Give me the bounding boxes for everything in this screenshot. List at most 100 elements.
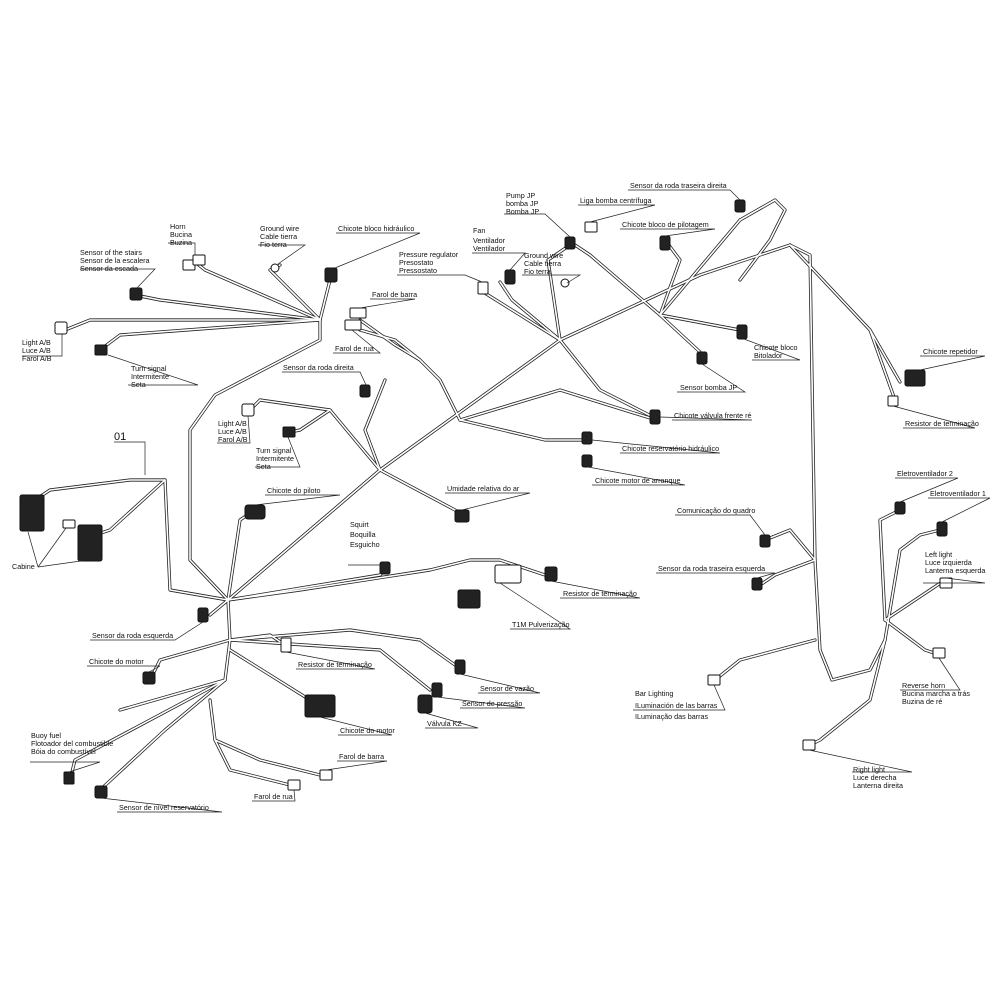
flow-sensor-connector <box>454 659 466 675</box>
rear-right-wheel-sensor-connector <box>734 199 746 213</box>
label-umidade-relativa: Umidade relativa do ar <box>447 484 520 493</box>
label-sensor-roda-direita: Sensor da roda direita <box>283 363 354 372</box>
label-reverse-horn: Reverse horn <box>902 681 945 690</box>
label-resistor-terminacao-mid: Resistor de terminação <box>563 589 637 598</box>
ground-eyelet-1 <box>270 263 280 273</box>
cable-segment-inner <box>884 619 941 656</box>
label-iluminacion-barras: ILuminación de las barras <box>635 701 718 710</box>
cable-segment-inner <box>547 244 571 341</box>
right-light-connector <box>802 739 816 751</box>
label-chicote-piloto: Chicote do piloto <box>267 486 321 495</box>
cable-segment-inner <box>879 509 901 621</box>
bar-light-connector-low <box>319 769 333 781</box>
road-light-connector-top <box>344 319 362 331</box>
cable-segment-inner <box>789 244 901 383</box>
stairs-sensor-connector <box>129 287 143 301</box>
cable-segment-inner <box>559 339 656 419</box>
label-cable-tierra-2: Cable tierra <box>524 259 561 268</box>
cable-segment-inner <box>269 264 321 321</box>
label-sensor-stairs: Sensor of the stairs <box>80 248 142 257</box>
cable-segment <box>458 418 590 442</box>
label-left-light: Left light <box>925 550 952 559</box>
light-ab-connector-1 <box>54 321 68 335</box>
label-chicote-motor-1: Chicote do motor <box>89 657 144 666</box>
cable-segment-inner <box>364 379 386 471</box>
label-valvula-kz: Válvula KZ <box>427 719 462 728</box>
cable-segment-inner <box>659 219 741 316</box>
label-resistor-terminacao-low: Resistor de terminação <box>298 660 372 669</box>
label-sensor-roda-traseira-direita: Sensor da roda traseira direita <box>630 181 727 190</box>
label-light-ab-1: Light A/B <box>22 338 51 347</box>
label-sensor-vazao: Sensor de vazão <box>480 684 534 693</box>
cable-segment-inner <box>64 319 321 331</box>
label-comunicacao-quadro: Comunicação do quadro <box>677 506 755 515</box>
cable-segment <box>788 243 902 384</box>
label-esguicho: Esguicho <box>350 540 380 549</box>
cable-segment-inner <box>119 679 226 711</box>
fan-connector <box>504 269 516 285</box>
hydraulic-block-connector <box>324 267 338 283</box>
label-farol-de-barra-top: Farol de barra <box>372 290 417 299</box>
left-wheel-sensor-connector <box>197 607 209 623</box>
cabine-connector-2 <box>77 524 103 562</box>
label-chicote-motor-arranque: Chicote motor de arranque <box>595 476 681 485</box>
turn-signal-connector-1 <box>94 344 108 356</box>
cable-segment-inner <box>359 329 421 361</box>
label-sensor-escalera: Sensor de la escalera <box>80 256 150 265</box>
label-ventilador-pt: Ventilador <box>473 244 506 253</box>
label-horn: Horn <box>170 222 186 231</box>
low-terminator-connector <box>280 637 292 653</box>
label-buzina: Buzina <box>170 238 192 247</box>
piloting-block-connector <box>659 235 671 251</box>
bitolador-connector <box>736 324 748 340</box>
label-flotoador: Flotoador del combustible <box>31 739 113 748</box>
label-intermitente-1: Intermitente <box>131 372 169 381</box>
cable-segment-inner <box>659 314 741 331</box>
cable-segment-inner <box>869 329 896 401</box>
label-luce-ab-1: Luce A/B <box>22 346 51 355</box>
cable-segment <box>188 318 322 602</box>
cable-segment <box>68 678 227 782</box>
reverse-horn-connector <box>932 647 946 659</box>
cable-segment-inner <box>227 569 386 601</box>
label-chicote-valvula-frente-re: Chicote válvula frente ré <box>674 411 752 420</box>
panel-communication-connector <box>759 534 771 548</box>
rear-left-wheel-sensor-connector <box>751 577 763 591</box>
leader-lines <box>22 189 991 813</box>
label-farol-de-rua-top: Farol de rua <box>335 344 374 353</box>
label-turn-signal-1: Turn signal <box>131 364 167 373</box>
terminator-right <box>887 395 899 407</box>
cable-segment-inner <box>289 409 331 433</box>
bar-light-connector-top <box>349 307 367 319</box>
cable-segment-inner <box>227 244 886 681</box>
label-chicote-bloco: Chicote bloco <box>754 343 798 352</box>
label-ground-wire-2: Ground wire <box>524 251 563 260</box>
label-luce-derecha: Luce derecha <box>853 773 897 782</box>
label-bitolador: Bitolador <box>754 351 783 360</box>
label-sensor-escada: Sensor da escada <box>80 264 138 273</box>
cable-segment-inner <box>209 599 229 616</box>
cable-segment-inner <box>229 649 311 701</box>
fuel-float-connector <box>63 771 75 785</box>
label-bomba-jp: bomba JP <box>506 199 539 208</box>
label-presostato: Presostato <box>399 258 433 267</box>
cable-segment <box>713 638 817 682</box>
cable-segment <box>33 478 230 602</box>
label-chicote-bloco-hidraulico: Chicote bloco hidráulico <box>338 224 414 233</box>
cable-segment <box>763 528 817 562</box>
label-buzina-re: Buzina de ré <box>902 697 942 706</box>
label-farol-ab-1: Farol A/B <box>22 354 52 363</box>
horn-connector-b <box>192 254 206 266</box>
label-sensor-nivel: Sensor de nível reservatório <box>119 803 209 812</box>
cable-segment-inner <box>34 479 229 601</box>
label-seta-2: Seta <box>256 462 271 471</box>
reservoir-level-sensor-connector <box>94 785 108 799</box>
road-light-connector-low <box>287 779 301 791</box>
label-pressure-regulator: Pressure regulator <box>399 250 459 259</box>
cable-segment-inner <box>99 679 226 791</box>
cable-segment-inner <box>659 314 701 353</box>
label-boia: Bóia do combustível <box>31 747 96 756</box>
label-right-light: Right light <box>853 765 885 774</box>
cable-segment-inner <box>759 559 816 586</box>
label-intermitente-2: Intermitente <box>256 454 294 463</box>
